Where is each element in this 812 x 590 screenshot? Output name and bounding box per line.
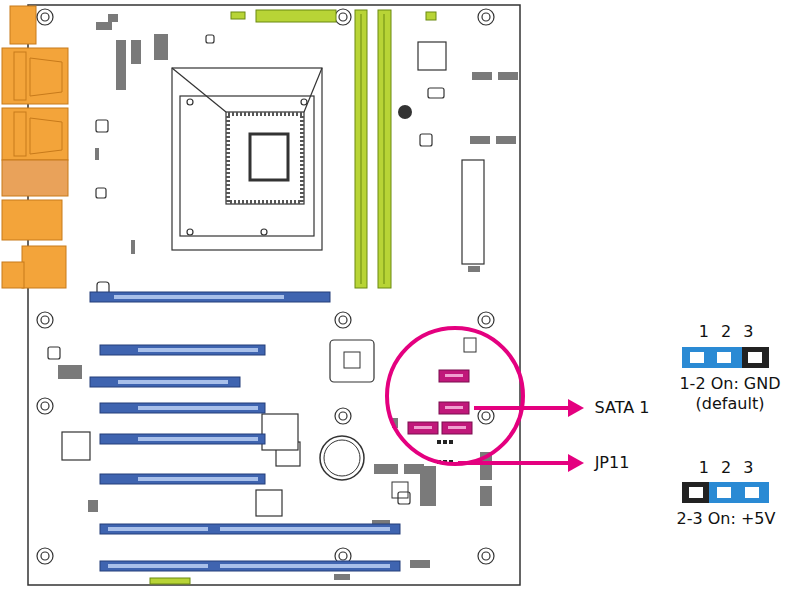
pin-numbers: 1 2 3	[699, 458, 754, 478]
callout-label: SATA 1	[595, 398, 650, 418]
jumper-setting: 1-2 On: GND (default)	[675, 374, 785, 414]
pin-numbers: 1 2 3	[699, 322, 754, 342]
jumper-setting: 2-3 On: +5V	[677, 509, 776, 529]
callout-label: JP11	[595, 453, 630, 473]
